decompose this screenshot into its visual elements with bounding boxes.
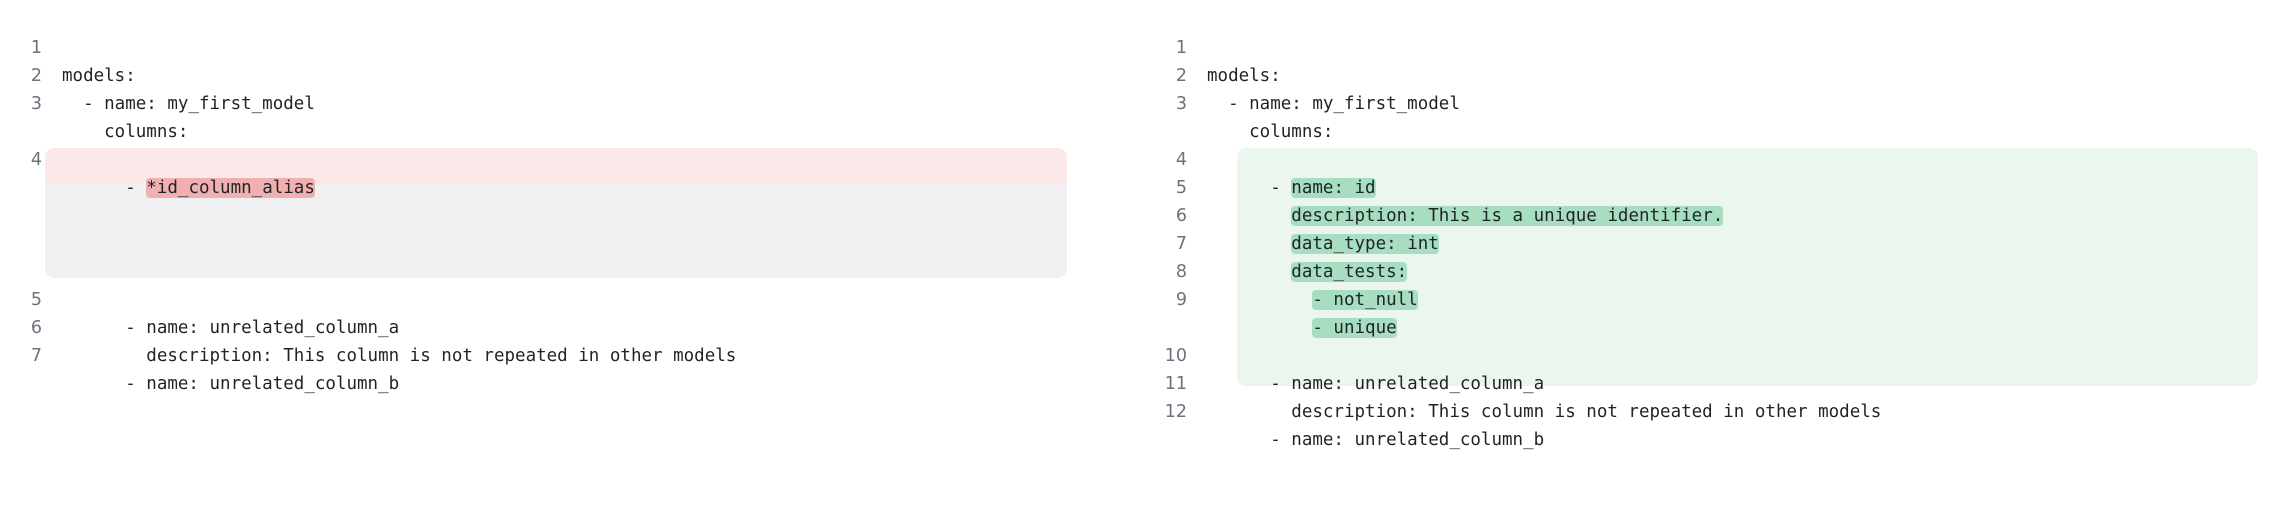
code-line-added[interactable]: 4 - name: id [1145,118,2278,198]
line-number: 3 [30,94,42,114]
line-number: 4 [1175,150,1187,170]
diff-word-highlight: data_type: int [1291,234,1439,254]
diff-word-highlight: - unique [1312,318,1397,338]
code-line[interactable]: 5 - name: unrelated_column_a [0,258,1100,338]
line-number: 2 [1175,66,1187,86]
diff-word-highlight: name: id [1291,178,1376,198]
line-content: models: [62,66,136,86]
line-number: 3 [1175,94,1187,114]
line-content: data_type: int [1207,230,1439,258]
code-line[interactable]: 1 models: [0,6,1100,86]
code-line[interactable]: 6 description: This column is not repeat… [0,286,1100,366]
line-content: - name: unrelated_column_a [1207,374,1545,394]
code-line-added[interactable]: 6 data_type: int [1145,174,2278,254]
line-number: 6 [30,318,42,338]
line-content: - name: unrelated_column_b [62,374,400,394]
diff-word-highlight: - not_null [1312,290,1418,310]
code-line-added[interactable]: 9 - unique [1145,258,2278,338]
line-number: 4 [30,150,42,170]
line-content: columns: [62,122,189,142]
removed-lines-placeholder-block [45,185,1067,278]
line-number: 10 [1164,346,1187,366]
line-number: 9 [1175,290,1187,310]
line-content: description: This column is not repeated… [62,346,737,366]
line-number: 5 [30,290,42,310]
line-gap [0,146,1100,174]
line-content: - name: unrelated_column_b [1207,430,1545,450]
line-number: 5 [1175,178,1187,198]
before-code-lines: 1 models: 2 - name: my_first_model 3 col… [0,6,1100,394]
line-content: - name: unrelated_column_a [62,318,400,338]
code-line[interactable]: 1 models: [1145,6,2278,86]
line-number: 8 [1175,262,1187,282]
code-line[interactable]: 2 - name: my_first_model [0,34,1100,114]
line-number: 12 [1164,402,1187,422]
line-content: - name: id [1207,178,1376,198]
diff-word-highlight: *id_column_alias [146,178,315,198]
code-line[interactable]: 3 columns: [1145,62,2278,142]
line-content: - name: my_first_model [62,94,315,114]
code-line[interactable]: 10 - name: unrelated_column_a [1145,314,2278,394]
line-number: 1 [1175,38,1187,58]
code-line-added[interactable]: 5 description: This is a unique identifi… [1145,146,2278,226]
diff-word-highlight: data_tests: [1291,262,1408,282]
line-content: description: This is a unique identifier… [1207,202,1724,230]
code-line[interactable]: 3 columns: [0,62,1100,142]
code-line[interactable]: 7 - name: unrelated_column_b [0,314,1100,394]
line-gap [0,230,1100,258]
line-content: models: [1207,66,1281,86]
line-number: 7 [30,346,42,366]
line-number: 11 [1164,374,1187,394]
line-content: columns: [1207,122,1334,142]
line-content: - not_null [1207,286,1418,314]
line-content: data_tests: [1207,258,1408,286]
line-content: - *id_column_alias [62,178,315,198]
code-line[interactable]: 11 description: This column is not repea… [1145,342,2278,422]
code-line[interactable]: 2 - name: my_first_model [1145,34,2278,114]
code-line-added[interactable]: 8 - not_null [1145,230,2278,310]
line-number: 1 [30,38,42,58]
line-number: 7 [1175,234,1187,254]
added-lines-highlight-block [1237,148,2258,386]
diff-word-highlight: description: This is a unique identifier… [1291,206,1724,226]
line-content: description: This column is not repeated… [1207,402,1882,422]
line-content: - name: my_first_model [1207,94,1460,114]
line-number: 6 [1175,206,1187,226]
after-pane: 1 models: 2 - name: my_first_model 3 col… [1145,0,2278,528]
after-code-lines: 1 models: 2 - name: my_first_model 3 col… [1145,6,2278,450]
code-line[interactable]: 12 - name: unrelated_column_b [1145,370,2278,450]
code-line-added[interactable]: 7 data_tests: [1145,202,2278,282]
line-number: 2 [30,66,42,86]
line-content: - unique [1207,314,1397,342]
code-line-deleted[interactable]: 4 - *id_column_alias [0,118,1100,198]
line-gap [0,202,1100,230]
before-pane: 1 models: 2 - name: my_first_model 3 col… [0,0,1100,528]
